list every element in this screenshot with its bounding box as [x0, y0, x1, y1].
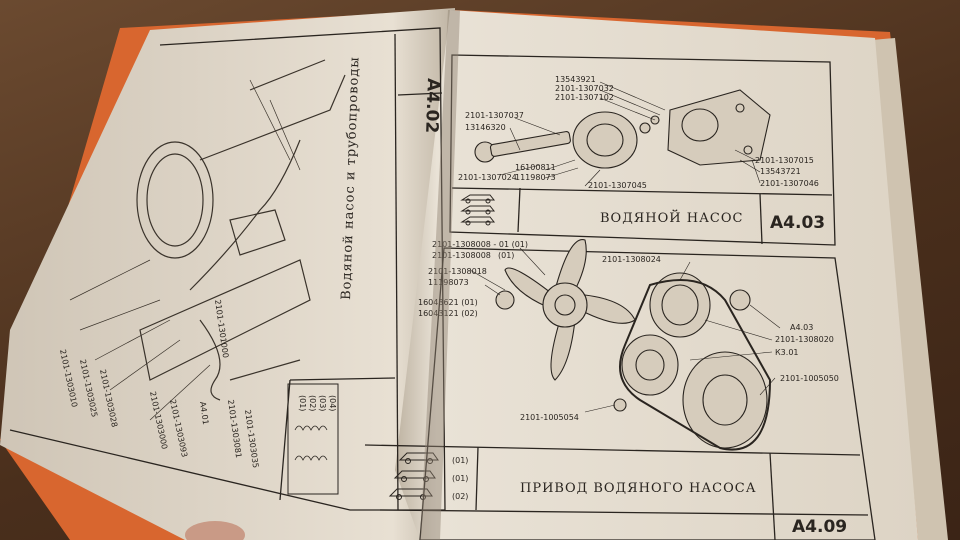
fan-part-label: 2101-1005054	[520, 413, 579, 422]
pump-part-label: 2101-1307037	[465, 111, 524, 120]
right-top-frame	[449, 54, 836, 246]
left-legend: (01) (02) (03) (04)	[287, 383, 339, 495]
pump-part-label: 16100811	[515, 163, 556, 172]
fan-leader-lines	[469, 247, 781, 413]
legend-code: (04)	[328, 395, 337, 411]
fan-part-label: 2101-1308008 - 01 (01)	[432, 240, 528, 249]
fan-labels: 2101-1308008 - 01 (01) 2101-1308008 (01)…	[418, 240, 839, 422]
fan-part-label: 11198073	[428, 278, 469, 287]
pump-part-label: 2101-1307024	[458, 173, 517, 182]
book-gutter	[420, 10, 460, 540]
pump-part-label: 2101-1307045	[588, 181, 647, 190]
legend-code: (03)	[318, 395, 327, 411]
pump-part-label: 2101-1307015	[755, 156, 814, 165]
fan-part-label: 16043121 (02)	[418, 309, 478, 318]
pump-leader-lines	[499, 81, 761, 187]
car-code: (02)	[452, 492, 468, 501]
fan-pulley-sketch	[495, 239, 768, 449]
top-car-icons	[460, 194, 496, 226]
fan-part-label: 2101-1308018	[428, 267, 487, 276]
drive-section-code: А4.09	[792, 517, 847, 537]
car-code: (01)	[452, 456, 468, 465]
fan-part-label: 16043621 (01)	[418, 298, 478, 307]
left-engine-sketch	[136, 59, 346, 401]
left-page	[0, 8, 462, 540]
pump-part-label: 13543721	[760, 167, 801, 176]
legend-code: (02)	[308, 395, 317, 411]
pump-part-label: 11198073	[515, 173, 556, 182]
pump-part-label: 13146320	[465, 123, 506, 132]
fan-part-label: А4.03	[790, 323, 813, 332]
pump-part-label: 13543921	[555, 75, 596, 84]
fan-part-label: (01)	[498, 251, 514, 260]
drive-section-title: ПРИВОД ВОДЯНОГО НАСОСА	[520, 481, 757, 496]
fan-part-label: 2101-1308008	[432, 251, 491, 260]
fan-part-label: К3.01	[775, 348, 799, 357]
water-pump-sketch	[474, 89, 771, 169]
left-leader-lines	[69, 79, 301, 421]
pump-part-label: 2101-1307046	[760, 179, 819, 188]
right-bottom-frame	[364, 247, 876, 540]
pump-section-title: ВОДЯНОЙ НАСОС	[600, 209, 743, 226]
bottom-car-icons	[388, 452, 439, 500]
fan-part-label: 2101-1308020	[775, 335, 834, 344]
left-part-label: А4.01	[198, 401, 210, 425]
pump-section-code: А4.03	[770, 213, 825, 233]
legend-code: (01)	[298, 395, 307, 411]
left-section-code: A4.02	[421, 78, 443, 134]
fan-part-label: 2101-1005050	[780, 374, 839, 383]
fan-belt	[619, 279, 772, 451]
pump-part-label: 2101-1307032	[555, 84, 614, 93]
finger	[185, 521, 245, 540]
pump-labels: 13543921 2101-1307032 2101-1307102 2101-…	[458, 75, 819, 190]
pump-part-label: 2101-1307102	[555, 93, 614, 102]
fan-part-label: 2101-1308024	[602, 255, 661, 264]
car-code: (01)	[452, 474, 468, 483]
page-stack-edge	[872, 38, 948, 540]
